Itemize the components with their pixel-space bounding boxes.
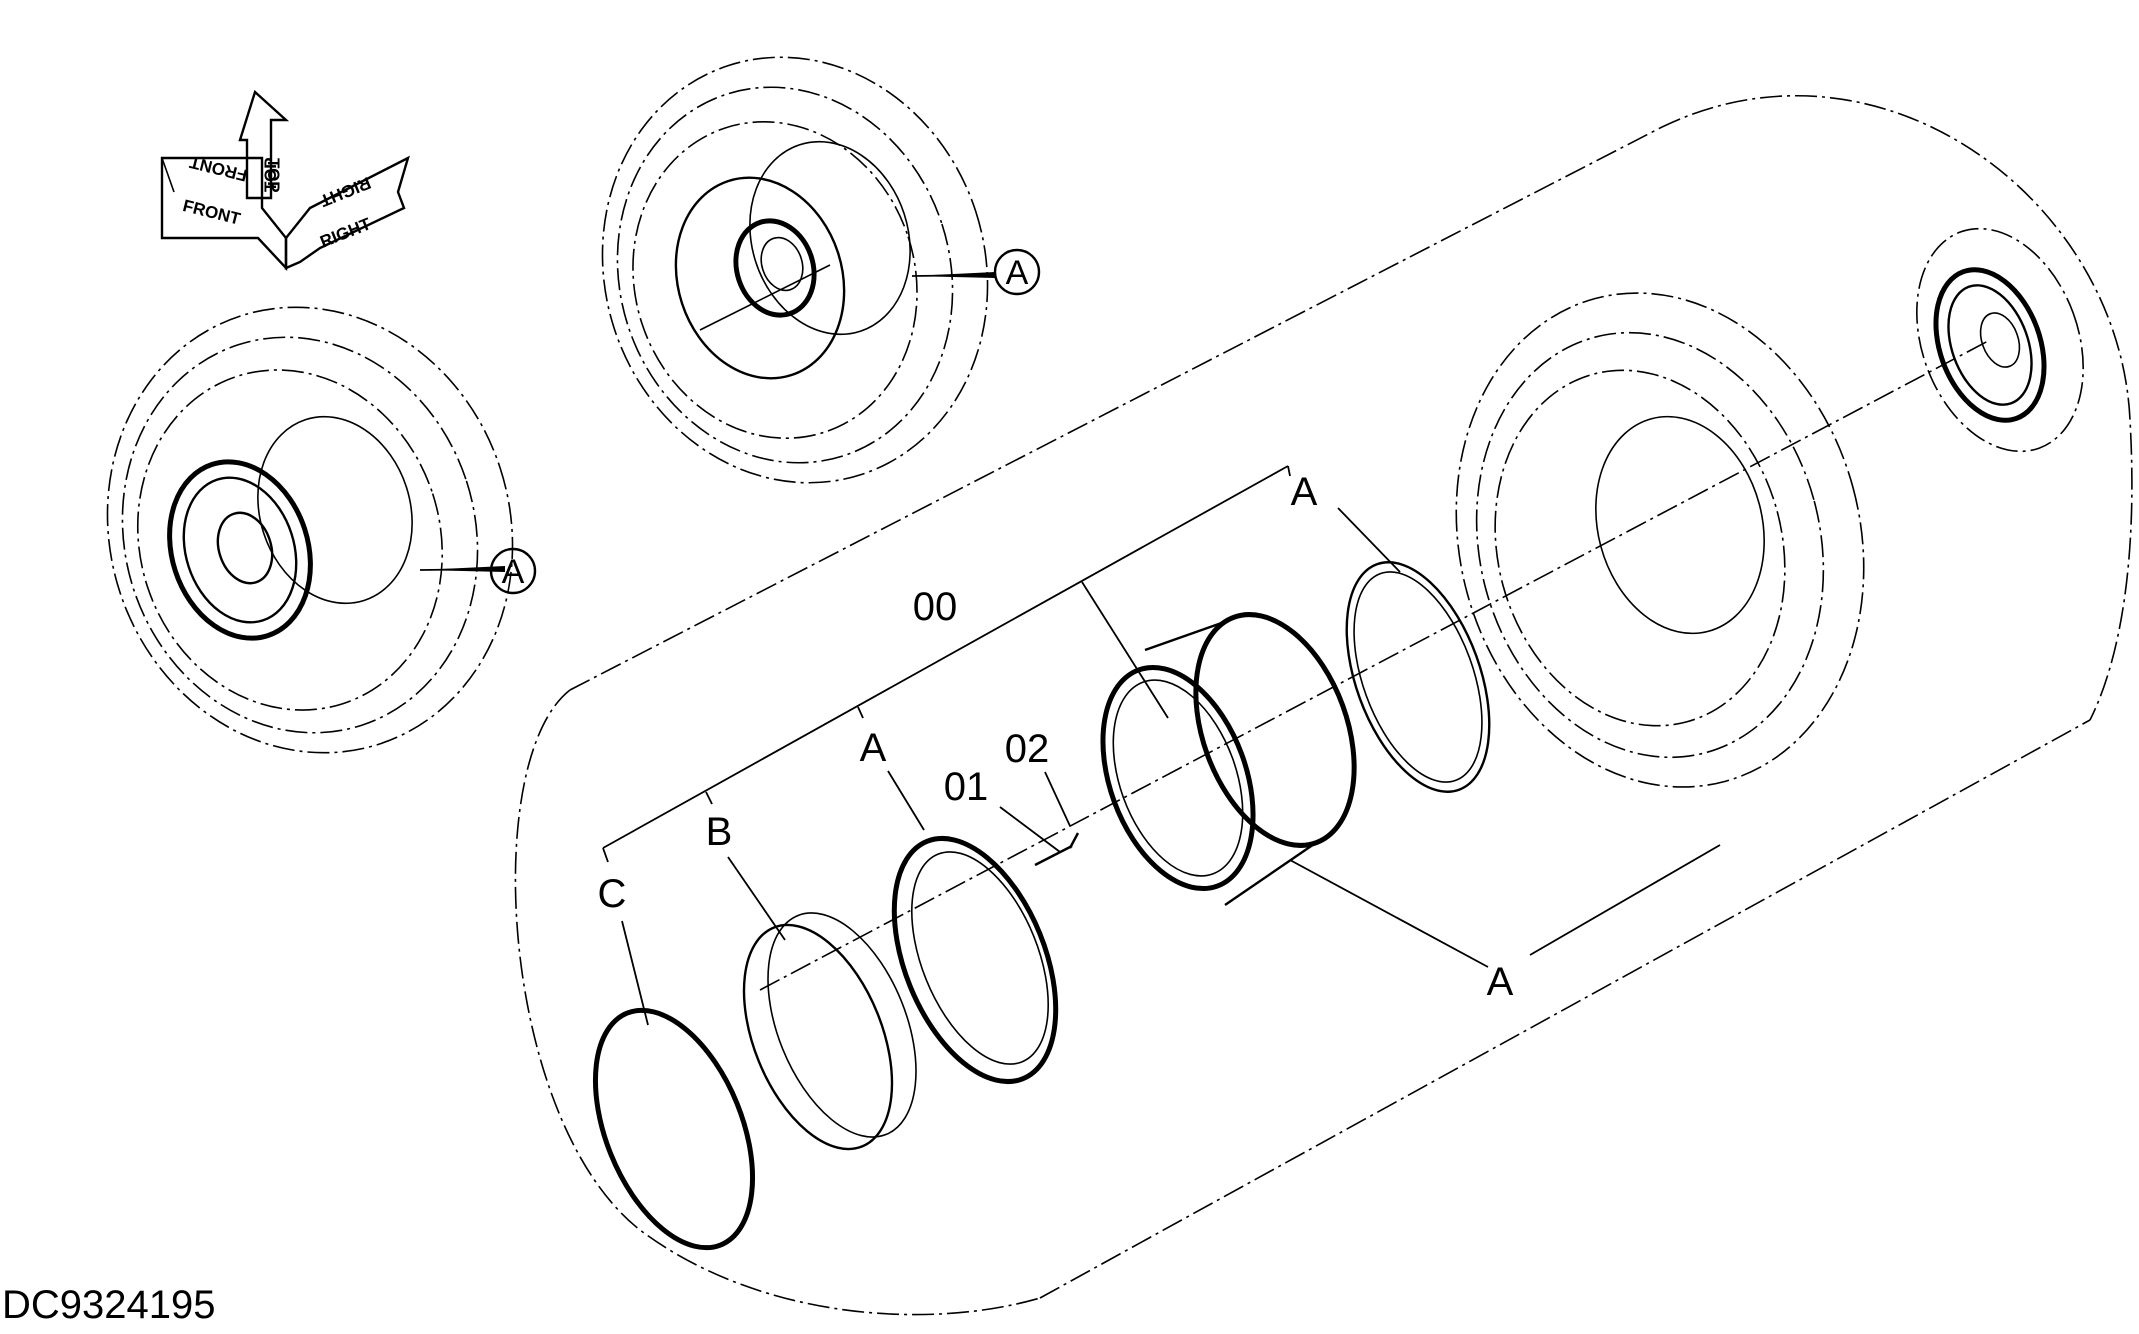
main-tire-outer bbox=[1455, 292, 1865, 788]
left-ring-inner bbox=[182, 476, 298, 624]
callout-b-leader bbox=[727, 856, 786, 941]
callout-label-a-top: A bbox=[1291, 470, 1318, 514]
boundary-left-cap bbox=[514, 689, 1041, 1316]
left-tire-sidewall bbox=[121, 336, 479, 734]
upper-rim-back bbox=[749, 140, 911, 336]
sleeve-b-front bbox=[742, 923, 894, 1151]
orientation-top-label: TOP bbox=[261, 157, 280, 192]
upper-detail-ref-circle bbox=[993, 248, 1041, 296]
callout-a-bottom-leader-left bbox=[1289, 859, 1489, 968]
callout-label-01: 01 bbox=[944, 765, 989, 809]
pin-01 bbox=[1034, 844, 1073, 867]
callout-a-mid-leader bbox=[887, 770, 925, 831]
exploded-view bbox=[514, 95, 2133, 1316]
upper-tire-outline bbox=[601, 56, 989, 484]
orientation-indicator: FRONT FRONT TOP TOP RIGHT RIGHT bbox=[160, 89, 410, 272]
callout-label-b: B bbox=[706, 810, 733, 854]
hub-center bbox=[1979, 312, 2021, 368]
upper-detail-ref-label: A bbox=[1006, 254, 1029, 292]
ring-a-right-inner bbox=[1353, 571, 1483, 783]
orientation-right-label: RIGHT bbox=[317, 214, 374, 252]
cylinder-00-top-edge bbox=[1144, 618, 1231, 652]
orientation-arrow-top bbox=[238, 89, 290, 200]
cylinder-00-back-rim bbox=[1193, 612, 1357, 848]
callout-top-a-stub bbox=[1287, 465, 1291, 477]
left-detail-ref-label: A bbox=[502, 553, 525, 591]
document-id: DC9324195 bbox=[2, 1283, 216, 1327]
ring-a-mid-inner bbox=[910, 851, 1050, 1065]
callout-01-leader bbox=[999, 806, 1061, 853]
orientation-right-mirror-label: RIGHT bbox=[317, 173, 374, 211]
callout-label-a-mid: A bbox=[860, 726, 887, 770]
left-wheel-assembly: A bbox=[106, 306, 537, 754]
left-tire-outline bbox=[106, 306, 514, 754]
callout-main-branch bbox=[602, 465, 1289, 849]
upper-tire-bead bbox=[632, 121, 918, 439]
upper-wheel-assembly: A bbox=[601, 56, 1041, 484]
upper-hub-center bbox=[760, 236, 804, 292]
ring-a-mid-outer bbox=[891, 835, 1059, 1085]
callout-c-leader bbox=[621, 920, 649, 1026]
orientation-edge bbox=[161, 157, 175, 193]
upper-wheel-axis bbox=[699, 264, 831, 331]
orientation-front-label: FRONT bbox=[181, 196, 243, 229]
hub-ring-inner bbox=[1947, 284, 2033, 406]
exploded-centerline bbox=[759, 339, 1991, 991]
left-ring-gear bbox=[167, 459, 313, 641]
callout-label-c: C bbox=[598, 872, 627, 916]
pin-02 bbox=[1068, 832, 1080, 849]
boundary-bottom-line bbox=[1039, 719, 2091, 1299]
callout-top-a-leader bbox=[1337, 507, 1401, 573]
main-tire-sidewall bbox=[1475, 331, 1825, 759]
hub-back-flange bbox=[1916, 227, 2084, 453]
callout-label-a-bottom: A bbox=[1487, 960, 1514, 1004]
upper-hub-flange bbox=[733, 218, 817, 318]
main-tire-tread bbox=[1494, 369, 1786, 727]
left-tire-bead bbox=[136, 369, 444, 711]
upper-rim-front bbox=[674, 176, 846, 380]
upper-detail-leader bbox=[911, 274, 996, 277]
left-detail-ref-circle bbox=[489, 547, 537, 595]
boundary-right-cap bbox=[1659, 95, 2133, 721]
orientation-arrow-right bbox=[284, 155, 410, 270]
callout-label-00: 00 bbox=[913, 585, 958, 629]
upper-tire-sidewall bbox=[616, 86, 954, 464]
callout-00-leader bbox=[1081, 581, 1169, 719]
main-tire-bore bbox=[1595, 415, 1765, 635]
hub-ring-gear bbox=[1933, 267, 2047, 423]
callout-c-stub bbox=[602, 847, 609, 863]
boundary-top-line bbox=[569, 127, 1661, 691]
callout-a-mid-stub bbox=[857, 706, 864, 719]
ring-a-right-outer bbox=[1345, 561, 1491, 793]
cylinder-00-front-inner bbox=[1112, 679, 1244, 877]
callout-label-02: 02 bbox=[1005, 727, 1050, 771]
orientation-top-mirror-label: TOP bbox=[264, 158, 283, 193]
left-hub-center bbox=[216, 511, 274, 585]
oring-c bbox=[592, 1007, 756, 1251]
callout-a-bottom-leader-right bbox=[1529, 844, 1721, 956]
sleeve-b-back bbox=[767, 912, 917, 1138]
callout-02-leader bbox=[1044, 771, 1071, 827]
cylinder-00-bottom-edge bbox=[1224, 839, 1321, 906]
callout-b-stub bbox=[705, 791, 713, 805]
callout-tree: A 00 A 02 01 B C A bbox=[598, 465, 1721, 1026]
left-rim-back bbox=[257, 415, 413, 605]
